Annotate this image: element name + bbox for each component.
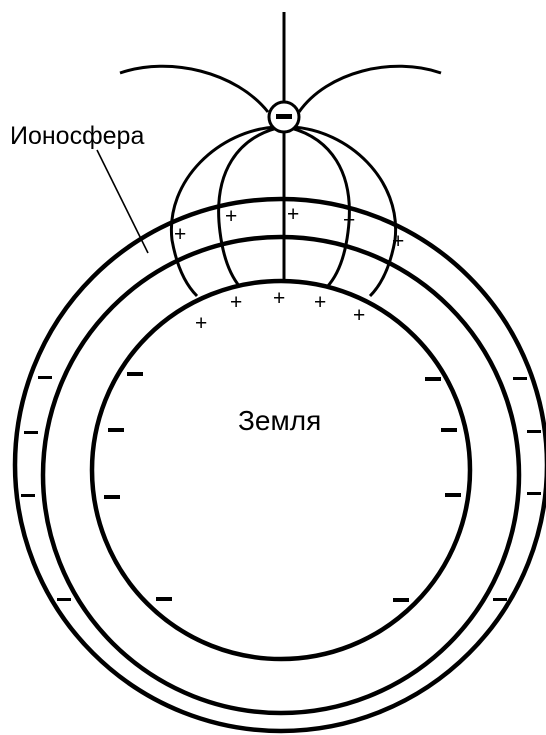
minus-gap-8: [393, 598, 409, 602]
plus-ionosphere-2: +: [225, 205, 237, 228]
plus-earth-2: +: [230, 291, 242, 314]
plus-earth-4: +: [314, 291, 326, 314]
minus-outer-1: [38, 376, 52, 379]
minus-gap-7: [445, 493, 461, 497]
plus-earth-5: +: [353, 304, 365, 327]
ionosphere-pointer-line: [97, 150, 148, 253]
plus-ionosphere-5: +: [392, 230, 404, 253]
upper-field-line-right: [299, 66, 441, 112]
minus-gap-6: [441, 428, 457, 432]
minus-outer-8: [493, 598, 507, 601]
minus-outer-7: [527, 492, 541, 495]
minus-gap-1: [127, 372, 143, 376]
minus-gap-5: [425, 377, 441, 381]
earth-label: Земля: [238, 405, 321, 436]
field-line-left-outer: [171, 127, 276, 296]
plus-ionosphere-4: +: [343, 209, 355, 232]
plus-ionosphere-3: +: [287, 203, 299, 226]
plus-earth-1: +: [195, 312, 207, 335]
minus-outer-4: [57, 598, 71, 601]
ionosphere-label: Ионосфера: [10, 122, 144, 150]
earth-surface: [92, 281, 470, 659]
upper-field-line-left: [120, 66, 268, 112]
plus-earth-3: +: [273, 287, 285, 310]
plus-ionosphere-1: +: [174, 223, 186, 246]
minus-gap-3: [104, 495, 120, 499]
negative-charge-sign: [276, 114, 292, 119]
minus-outer-3: [21, 494, 35, 497]
minus-outer-2: [24, 431, 38, 434]
minus-outer-5: [513, 377, 527, 380]
minus-gap-4: [156, 597, 172, 601]
minus-gap-2: [108, 428, 124, 432]
minus-outer-6: [527, 430, 541, 433]
